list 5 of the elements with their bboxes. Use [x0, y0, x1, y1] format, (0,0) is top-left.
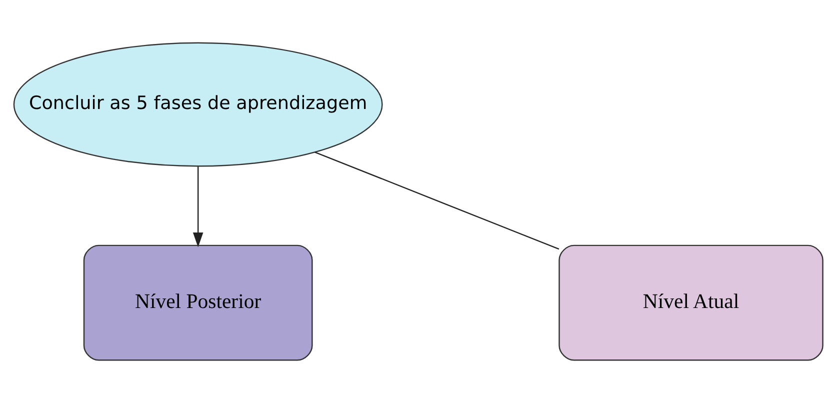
connector: [314, 152, 559, 250]
node-box: Nível Atual: [558, 244, 823, 361]
arrow: [192, 166, 203, 248]
node-box: Nível Posterior: [82, 244, 312, 361]
node-ellipse: Concluir as 5 fases de aprendizagem: [12, 42, 382, 167]
